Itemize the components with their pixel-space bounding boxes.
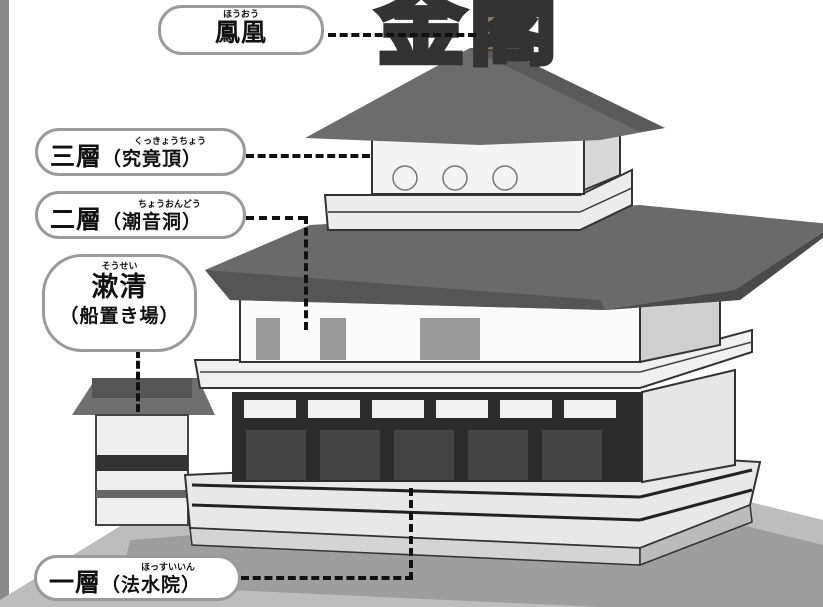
- label-third-text: 三層: [50, 142, 103, 171]
- leader-houou: [328, 33, 476, 37]
- title-text: 金閣: [375, 0, 562, 80]
- label-second-ruby: ちょうおんどう: [138, 200, 201, 210]
- label-houou-ruby: ほうおう: [222, 10, 259, 20]
- label-first-text: 一層: [49, 568, 102, 597]
- label-sousei-sub: （船置き場）: [59, 305, 180, 327]
- label-second-paren: （潮音洞）: [102, 211, 203, 233]
- leader-first-h: [241, 576, 413, 580]
- label-sousei: そうせい 漱清 （船置き場）: [42, 254, 197, 352]
- label-first-floor: ほっすいいん 一層（法水院）: [34, 555, 241, 601]
- label-sousei-text: 漱清: [91, 272, 148, 303]
- label-houou-text: 鳳凰: [214, 18, 267, 47]
- leader-third: [246, 154, 370, 158]
- label-first-ruby: ほっすいいん: [141, 563, 196, 573]
- leader-first-v: [409, 488, 413, 580]
- leader-sousei: [136, 350, 140, 412]
- leader-second-v: [304, 216, 308, 330]
- label-first-paren: （法水院）: [101, 574, 202, 596]
- label-third-paren: （究竟頂）: [102, 148, 203, 170]
- left-edge-bar: [0, 0, 9, 607]
- label-sousei-ruby: そうせい: [101, 262, 138, 272]
- label-second-text: 二層: [50, 205, 103, 234]
- label-second-floor: ちょうおんどう 二層（潮音洞）: [35, 191, 246, 239]
- label-houou: ほうおう 鳳凰: [158, 5, 324, 55]
- leader-second-h: [246, 216, 306, 220]
- label-third-ruby: くっきょうちょう: [134, 137, 207, 147]
- label-third-floor: くっきょうちょう 三層（究竟頂）: [35, 128, 246, 176]
